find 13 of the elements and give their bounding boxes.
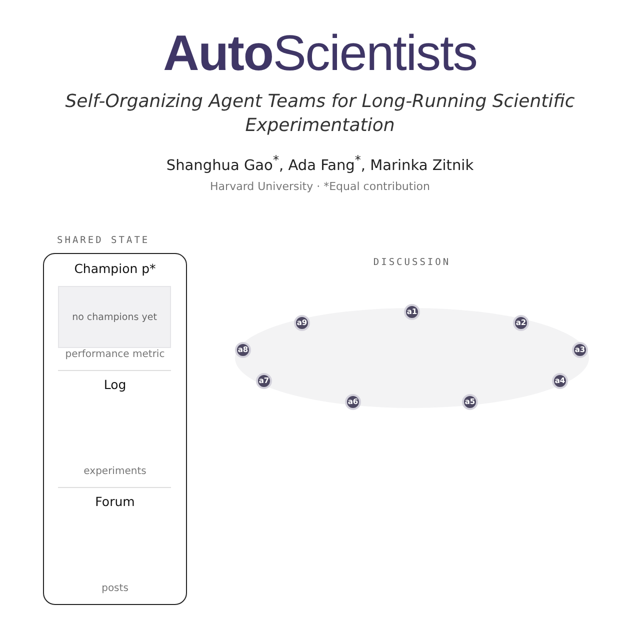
affiliation-note: Harvard University · *Equal contribution (209, 180, 431, 193)
section-caption: posts (100, 583, 130, 594)
section-heading: DISCUSSION (372, 257, 452, 268)
empty-state-field: no champions yet (58, 286, 171, 348)
title: AutoScientists (162, 24, 478, 83)
section-title: Log (102, 377, 128, 392)
section-title: Forum (94, 494, 136, 509)
section-caption: experiments (82, 466, 148, 477)
section-title: Champion p* (73, 261, 157, 276)
subtitle: Self-Organizing Agent Teams for Long-Running Scientific Experimentation (64, 90, 576, 138)
author-list: Shanghua Gao$^{*}$, Ada Fang$^{*}$, Marinka Zitnik (0, 153, 640, 174)
section-heading: SHARED STATE (57, 235, 150, 246)
section-caption: performance metric (64, 349, 166, 360)
